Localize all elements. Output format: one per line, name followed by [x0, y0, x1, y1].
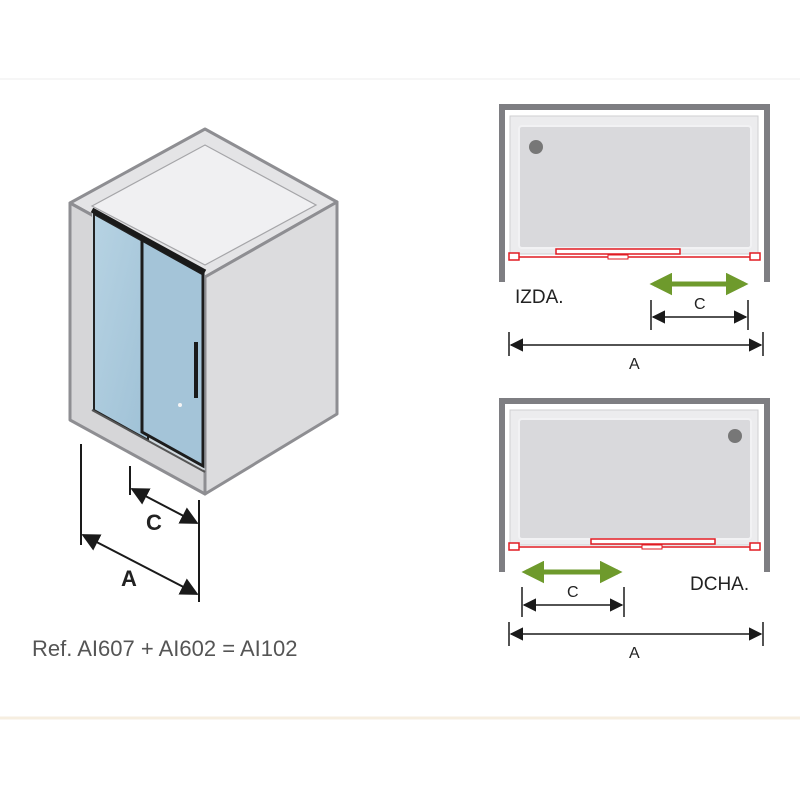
plan-right-tray [518, 418, 752, 540]
plan-right-dim-a-label: A [629, 645, 640, 662]
plan-right-dim-c-label: C [567, 584, 579, 601]
plan-left-sliding-door [555, 248, 681, 255]
plan-left-side-label: IZDA. [515, 287, 564, 308]
plan-left-dim-a-label: A [629, 356, 640, 373]
plan-left-walls [499, 104, 770, 282]
perspective-view: C A [68, 127, 339, 602]
plan-left-overlap [607, 254, 629, 260]
plan-right-end-left [508, 542, 520, 551]
dim-a-line [81, 534, 199, 595]
glass-fixed-panel [93, 212, 149, 442]
top-rail [90, 207, 207, 275]
perspective-dim-a-label: A [121, 566, 137, 591]
plan-right-end-right [749, 542, 761, 551]
plan-view-left: IZDA. C A [499, 104, 770, 373]
reference-text: Ref. AI607 + AI602 = AI102 [32, 636, 297, 661]
plan-left-tray [518, 125, 752, 249]
glass-sliding-panel [140, 237, 205, 469]
plan-left-dim-c-label: C [694, 296, 706, 313]
plan-left-end-left [508, 252, 520, 261]
wall-top-opening [90, 144, 318, 266]
plan-right-side-label: DCHA. [690, 574, 749, 595]
plan-right-overlap [641, 544, 663, 550]
plan-right-walls [499, 398, 770, 572]
plan-right-sliding-door [590, 538, 716, 545]
plan-right-drain-icon [728, 429, 742, 443]
plan-left-end-right [749, 252, 761, 261]
plan-view-right: DCHA. C A [499, 398, 770, 662]
perspective-dim-c-label: C [146, 510, 162, 535]
bottom-sill [91, 409, 206, 473]
dim-c-line [130, 488, 199, 524]
drain-icon [178, 403, 182, 407]
plan-left-drain-icon [529, 140, 543, 154]
